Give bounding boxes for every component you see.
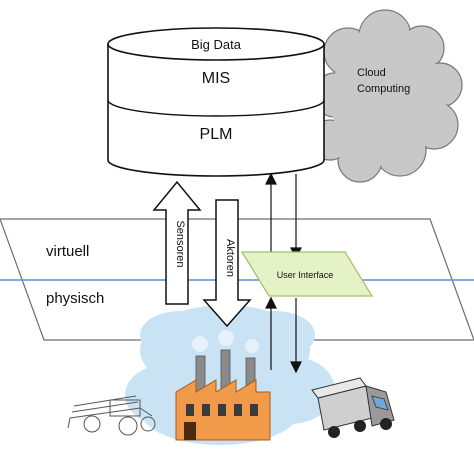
user-interface-label: User Interface: [277, 270, 334, 280]
sensors-arrow: [152, 180, 202, 305]
tractor-icon: [67, 395, 156, 436]
ui-to-physical-arrows: [265, 296, 302, 374]
user-interface-box: [240, 251, 374, 297]
database-icon: [107, 27, 325, 177]
actuators-label: Aktoren: [224, 239, 236, 277]
database-divider: [107, 99, 325, 117]
database-title: Big Data: [191, 37, 242, 52]
factory-icon: [175, 330, 271, 441]
label-physical: physisch: [46, 290, 104, 307]
actuators-arrow: [202, 199, 252, 328]
ui-to-database-arrows: [265, 172, 302, 260]
database-lower-label: PLM: [200, 126, 233, 143]
cloud-label-line2: Computing: [357, 83, 410, 95]
sensors-label: Sensoren: [174, 220, 186, 267]
truck-icon: [311, 377, 395, 438]
cloud-icon: [309, 9, 463, 183]
database-upper-label: MIS: [202, 70, 230, 87]
label-virtual: virtuell: [46, 243, 89, 260]
cloud-label-line1: Cloud: [357, 67, 386, 79]
